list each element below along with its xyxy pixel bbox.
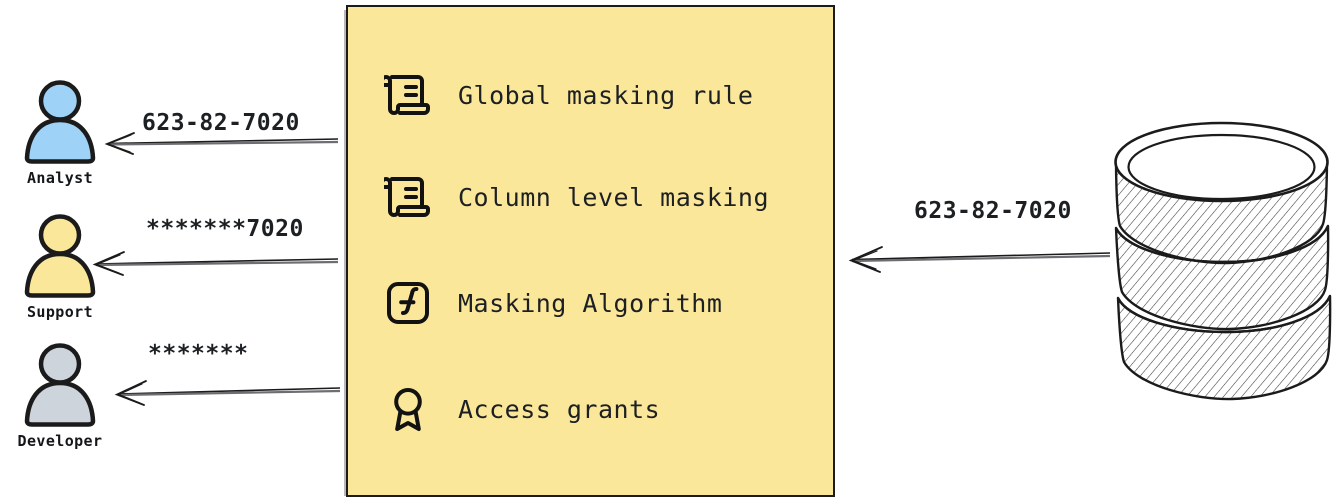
- arrow-left-icon-analyst: [104, 132, 339, 155]
- person-icon: [24, 343, 96, 427]
- flow-label-developer: *******: [148, 341, 249, 367]
- policy-row[interactable]: Column level masking: [384, 173, 769, 221]
- function-square-icon: [387, 282, 429, 324]
- flow-label-source: 623-82-7020: [914, 198, 1072, 224]
- database-sketch: [1114, 121, 1332, 401]
- policy-row-label: Global masking rule: [458, 80, 754, 110]
- arrow-left-icon-support: [92, 251, 339, 276]
- actor-developer[interactable]: Developer: [0, 341, 120, 450]
- person-icon: [24, 80, 96, 164]
- actor-label: Developer: [17, 432, 103, 450]
- arrow-left-icon-source: [848, 246, 1111, 273]
- flow-label-support: *******7020: [146, 216, 304, 242]
- scroll-document-icon: [384, 177, 430, 217]
- policy-row-label: Column level masking: [458, 182, 770, 212]
- policy-row[interactable]: Masking Algorithm: [384, 279, 722, 327]
- policy-row[interactable]: Global masking rule: [384, 71, 753, 119]
- actor-support[interactable]: Support: [0, 212, 120, 321]
- actor-label: Support: [26, 303, 93, 321]
- policy-row[interactable]: Access grants: [384, 385, 660, 433]
- policy-panel: Global masking rule Column level masking…: [346, 5, 835, 497]
- scroll-document-icon: [384, 75, 430, 115]
- actor-analyst[interactable]: Analyst: [0, 78, 120, 187]
- policy-row-label: Access grants: [458, 394, 661, 424]
- person-icon: [24, 214, 96, 298]
- policy-row-label: Masking Algorithm: [458, 288, 723, 318]
- arrow-left-icon-developer: [114, 380, 341, 406]
- award-ribbon-icon: [394, 387, 422, 431]
- database-cylinder-icon[interactable]: [1108, 120, 1340, 402]
- flow-label-analyst: 623-82-7020: [142, 110, 300, 136]
- actor-label: Analyst: [26, 169, 93, 187]
